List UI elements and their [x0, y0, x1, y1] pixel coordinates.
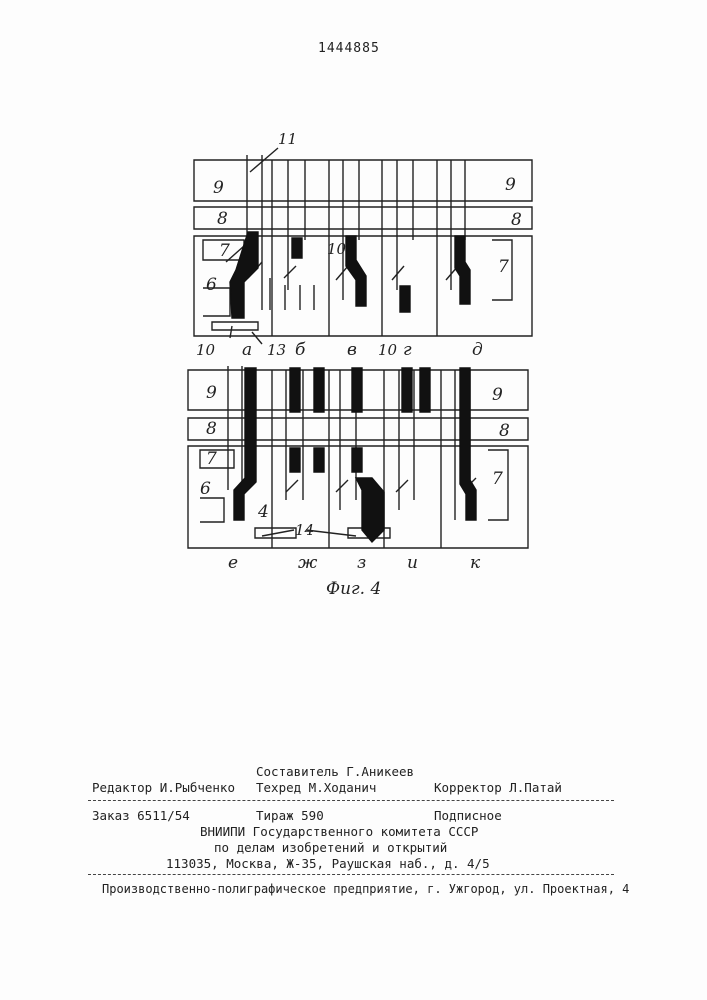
printer: Производственно-полиграфическое предприя…: [102, 882, 629, 896]
letter-z: з: [357, 553, 366, 573]
letter-g: г: [403, 340, 412, 360]
address: 113035, Москва, Ж-35, Раушская наб., д. …: [166, 856, 490, 871]
ref-4: 4: [257, 502, 269, 522]
ref-10-v: 10: [327, 240, 347, 258]
figure-caption: Фиг. 4: [326, 579, 381, 599]
ref-13: 13: [267, 341, 286, 359]
ref-9-e: 9: [206, 383, 217, 403]
ref-10-g: 10: [378, 341, 398, 359]
order-number: Заказ 6511/54: [92, 808, 190, 823]
letter-a: а: [242, 340, 252, 360]
subscription: Подписное: [434, 808, 502, 823]
compiler: Составитель Г.Аникеев: [256, 764, 414, 779]
org-line-1: ВНИИПИ Государственного комитета СССР: [200, 824, 478, 839]
ref-11: 11: [278, 130, 297, 148]
ref-7-e: 7: [206, 449, 217, 469]
letter-b: б: [295, 340, 306, 360]
letter-e: е: [228, 553, 238, 573]
org-line-2: по делам изобретений и открытий: [214, 840, 447, 855]
ref-9-a: 9: [213, 178, 224, 198]
letter-d: д: [472, 340, 483, 360]
row1-bars: [230, 232, 470, 318]
ref-6-e: 6: [200, 479, 211, 499]
ref-8-k: 8: [499, 421, 510, 441]
ref-7-k: 7: [492, 469, 503, 489]
letter-i: и: [407, 553, 418, 573]
ref-7-a: 7: [219, 241, 230, 261]
ref-8-d: 8: [511, 210, 522, 230]
ref-9-k: 9: [492, 385, 503, 405]
ref-6-a: 6: [206, 275, 217, 295]
ref-8-e: 8: [206, 419, 217, 439]
letter-v: в: [347, 340, 357, 360]
letter-zh: ж: [298, 553, 318, 573]
rule-1: [88, 800, 614, 801]
ref-10-a: 10: [196, 341, 216, 359]
ref-14: 14: [295, 521, 314, 539]
ref-8-a: 8: [217, 209, 228, 229]
editor: Редактор И.Рыбченко: [92, 780, 235, 795]
techred: Техред М.Ходанич: [256, 780, 376, 795]
letter-k: к: [470, 553, 481, 573]
ref-7-d: 7: [498, 257, 509, 277]
ref-9-d: 9: [505, 175, 516, 195]
rule-2: [88, 874, 614, 875]
print-run: Тираж 590: [256, 808, 324, 823]
row2-bars: [234, 368, 476, 542]
corrector: Корректор Л.Патай: [434, 780, 562, 795]
